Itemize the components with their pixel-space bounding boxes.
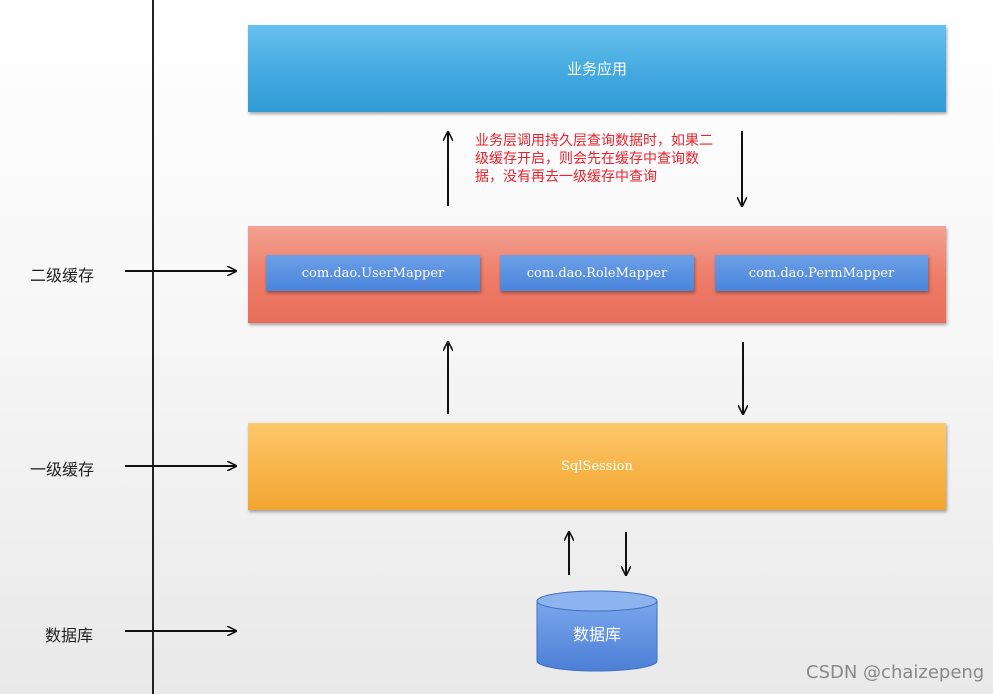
side-label-database: 数据库 bbox=[45, 626, 94, 645]
perm-mapper-box: com.dao.PermMapper bbox=[715, 255, 928, 291]
business-app-box: 业务应用 bbox=[248, 25, 946, 112]
side-label-l1-cache: 一级缓存 bbox=[30, 460, 95, 479]
sqlsession-label: SqlSession bbox=[561, 459, 633, 474]
l2-cache-box: com.dao.UserMapper com.dao.RoleMapper co… bbox=[248, 226, 946, 323]
role-mapper-box: com.dao.RoleMapper bbox=[500, 255, 694, 291]
user-mapper-box: com.dao.UserMapper bbox=[266, 255, 480, 291]
database-cylinder: 数据库 bbox=[536, 590, 658, 672]
csdn-watermark: CSDN @chaizepeng bbox=[806, 662, 985, 683]
l1-cache-box: SqlSession bbox=[248, 423, 946, 510]
side-label-l2-cache: 二级缓存 bbox=[30, 266, 95, 285]
business-app-label: 业务应用 bbox=[566, 60, 627, 78]
database-label: 数据库 bbox=[573, 625, 621, 644]
cache-lookup-note: 业务层调用持久层查询数据时，如果二级缓存开启，则会先在缓存中查询数据，没有再去一… bbox=[475, 133, 713, 185]
left-divider-line bbox=[152, 0, 154, 694]
